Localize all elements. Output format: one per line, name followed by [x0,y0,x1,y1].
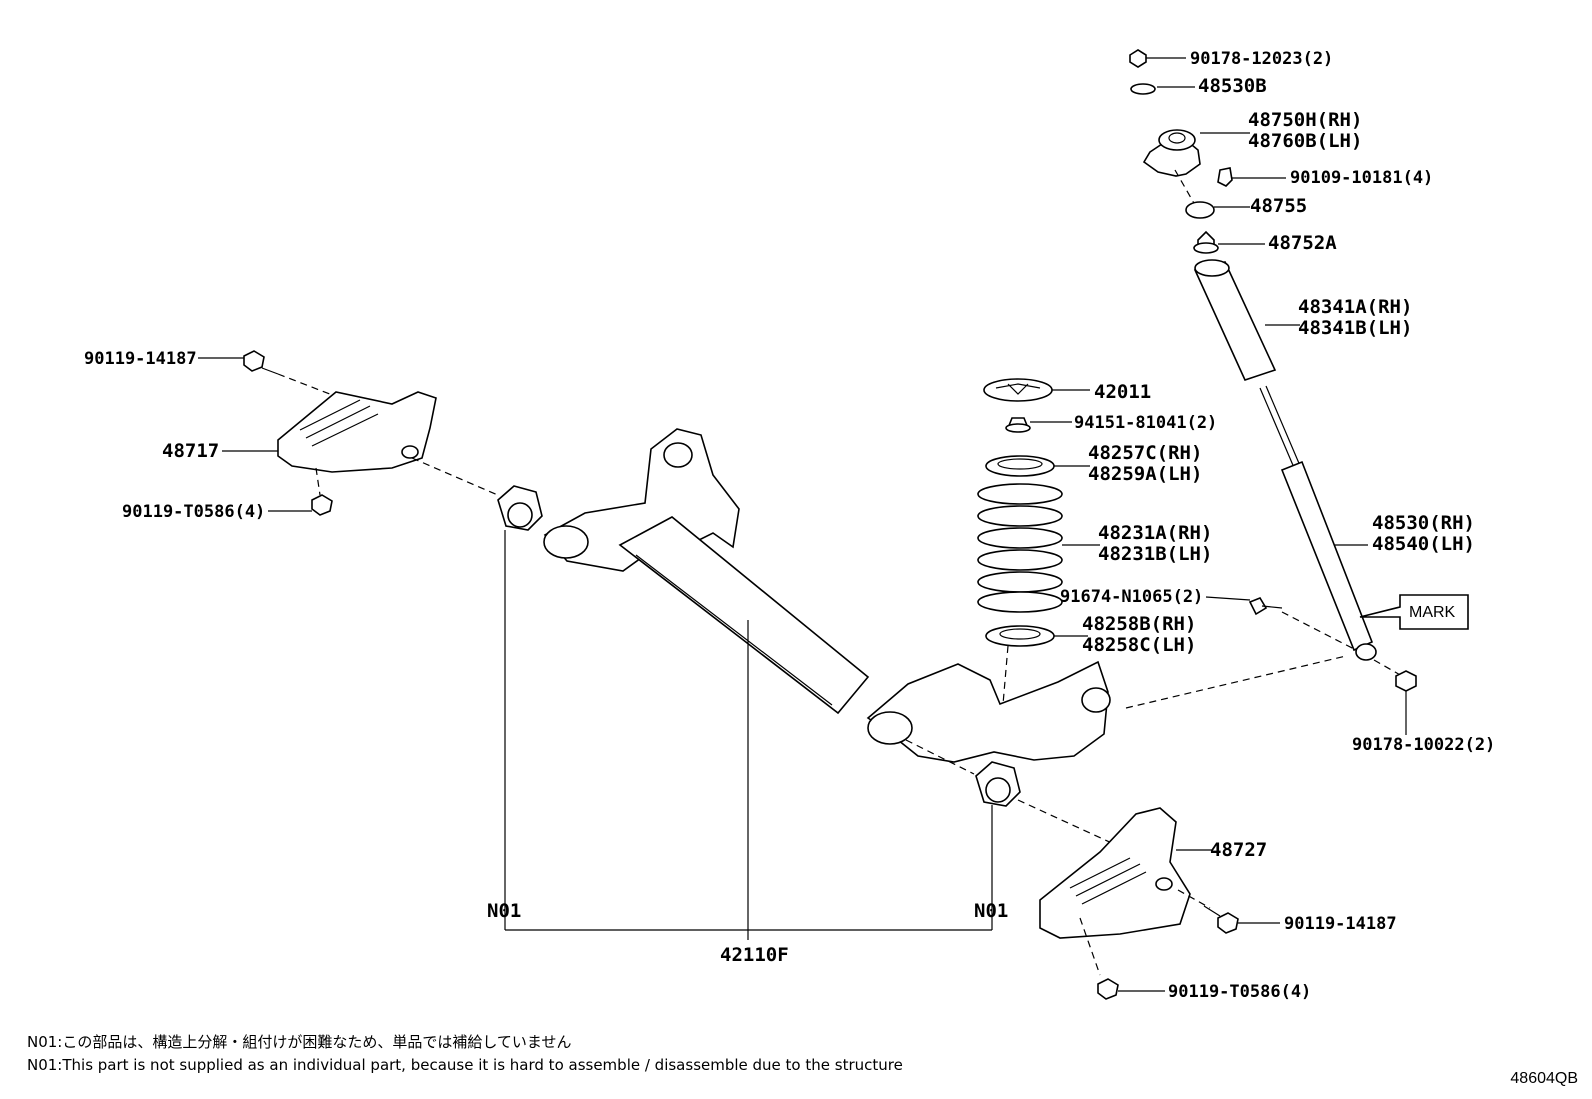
bolt-90109-10181 [1217,167,1286,187]
bushing-left [497,485,543,930]
label-90109-10181: 90109-10181(4) [1290,168,1433,188]
label-48760b: 48760B(LH) [1248,130,1362,152]
label-48341a: 48341A(RH) [1298,296,1412,318]
label-90119-t0586-left: 90119-T0586(4) [122,502,265,522]
label-48341b: 48341B(LH) [1298,317,1412,339]
spring-seat-42011 [983,378,1090,402]
label-91674: 91674-N1065(2) [1060,587,1203,607]
note-japanese: N01:この部品は、構造上分解・組付けが困難なため、単品では補給していません [27,1033,572,1051]
support-48750h [1142,129,1250,177]
label-90178-10022: 90178-10022(2) [1352,735,1495,755]
diagram-code: 48604QB [1510,1070,1578,1087]
coil-spring-48231a [977,483,1100,613]
nut-90178-12023 [1129,49,1186,68]
label-48717: 48717 [162,440,219,462]
shock-absorber-48530 [1259,385,1377,661]
note-english: N01:This part is not supplied as an indi… [27,1056,903,1074]
label-90119-t0586-right: 90119-T0586(4) [1168,982,1311,1002]
insulator-48257c [985,455,1090,477]
label-48259a: 48259A(LH) [1088,463,1202,485]
mark-callout: MARK [1359,594,1469,630]
label-48258c: 48258C(LH) [1082,634,1196,656]
label-48231b: 48231B(LH) [1098,543,1212,565]
label-94151: 94151-81041(2) [1074,413,1217,433]
bolt-91674 [1205,596,1283,616]
label-n01-left: N01 [487,900,521,922]
bolt-90119-t0586-right [1097,978,1165,1000]
label-48727: 48727 [1210,839,1267,861]
bracket-48727 [1039,807,1212,939]
label-48231a: 48231A(RH) [1098,522,1212,544]
bumper-94151 [1005,417,1072,433]
cushion-48755 [1185,201,1250,219]
label-48530rh: 48530(RH) [1372,512,1475,534]
axle-beam-42110f [543,428,1111,940]
label-48540lh: 48540(LH) [1372,533,1475,555]
shock-boot-48341 [1193,259,1300,381]
insulator-48258b [985,625,1088,647]
bumper-48752a [1193,230,1265,254]
label-48530b: 48530B [1198,75,1267,97]
label-48750h: 48750H(RH) [1248,109,1362,131]
label-48258b: 48258B(RH) [1082,613,1196,635]
bolt-90119-14187-left [198,350,279,375]
label-48257c: 48257C(RH) [1088,442,1202,464]
bolt-90119-t0586-left [268,494,333,516]
label-42011: 42011 [1094,381,1151,403]
nut-90178-10022 [1395,670,1417,735]
label-90178-12023: 90178-12023(2) [1190,49,1333,69]
label-42110f: 42110F [720,944,789,966]
label-90119-14187-left: 90119-14187 [84,349,197,369]
bracket-48717 [222,391,437,473]
washer-48530b [1130,83,1195,95]
mark-label: MARK [1409,604,1456,621]
label-90119-14187-right: 90119-14187 [1284,914,1397,934]
bushing-right [975,761,1021,930]
bolt-90119-14187-right [1203,905,1280,934]
label-n01-right: N01 [974,900,1008,922]
label-48755: 48755 [1250,195,1307,217]
label-48752a: 48752A [1268,232,1337,254]
